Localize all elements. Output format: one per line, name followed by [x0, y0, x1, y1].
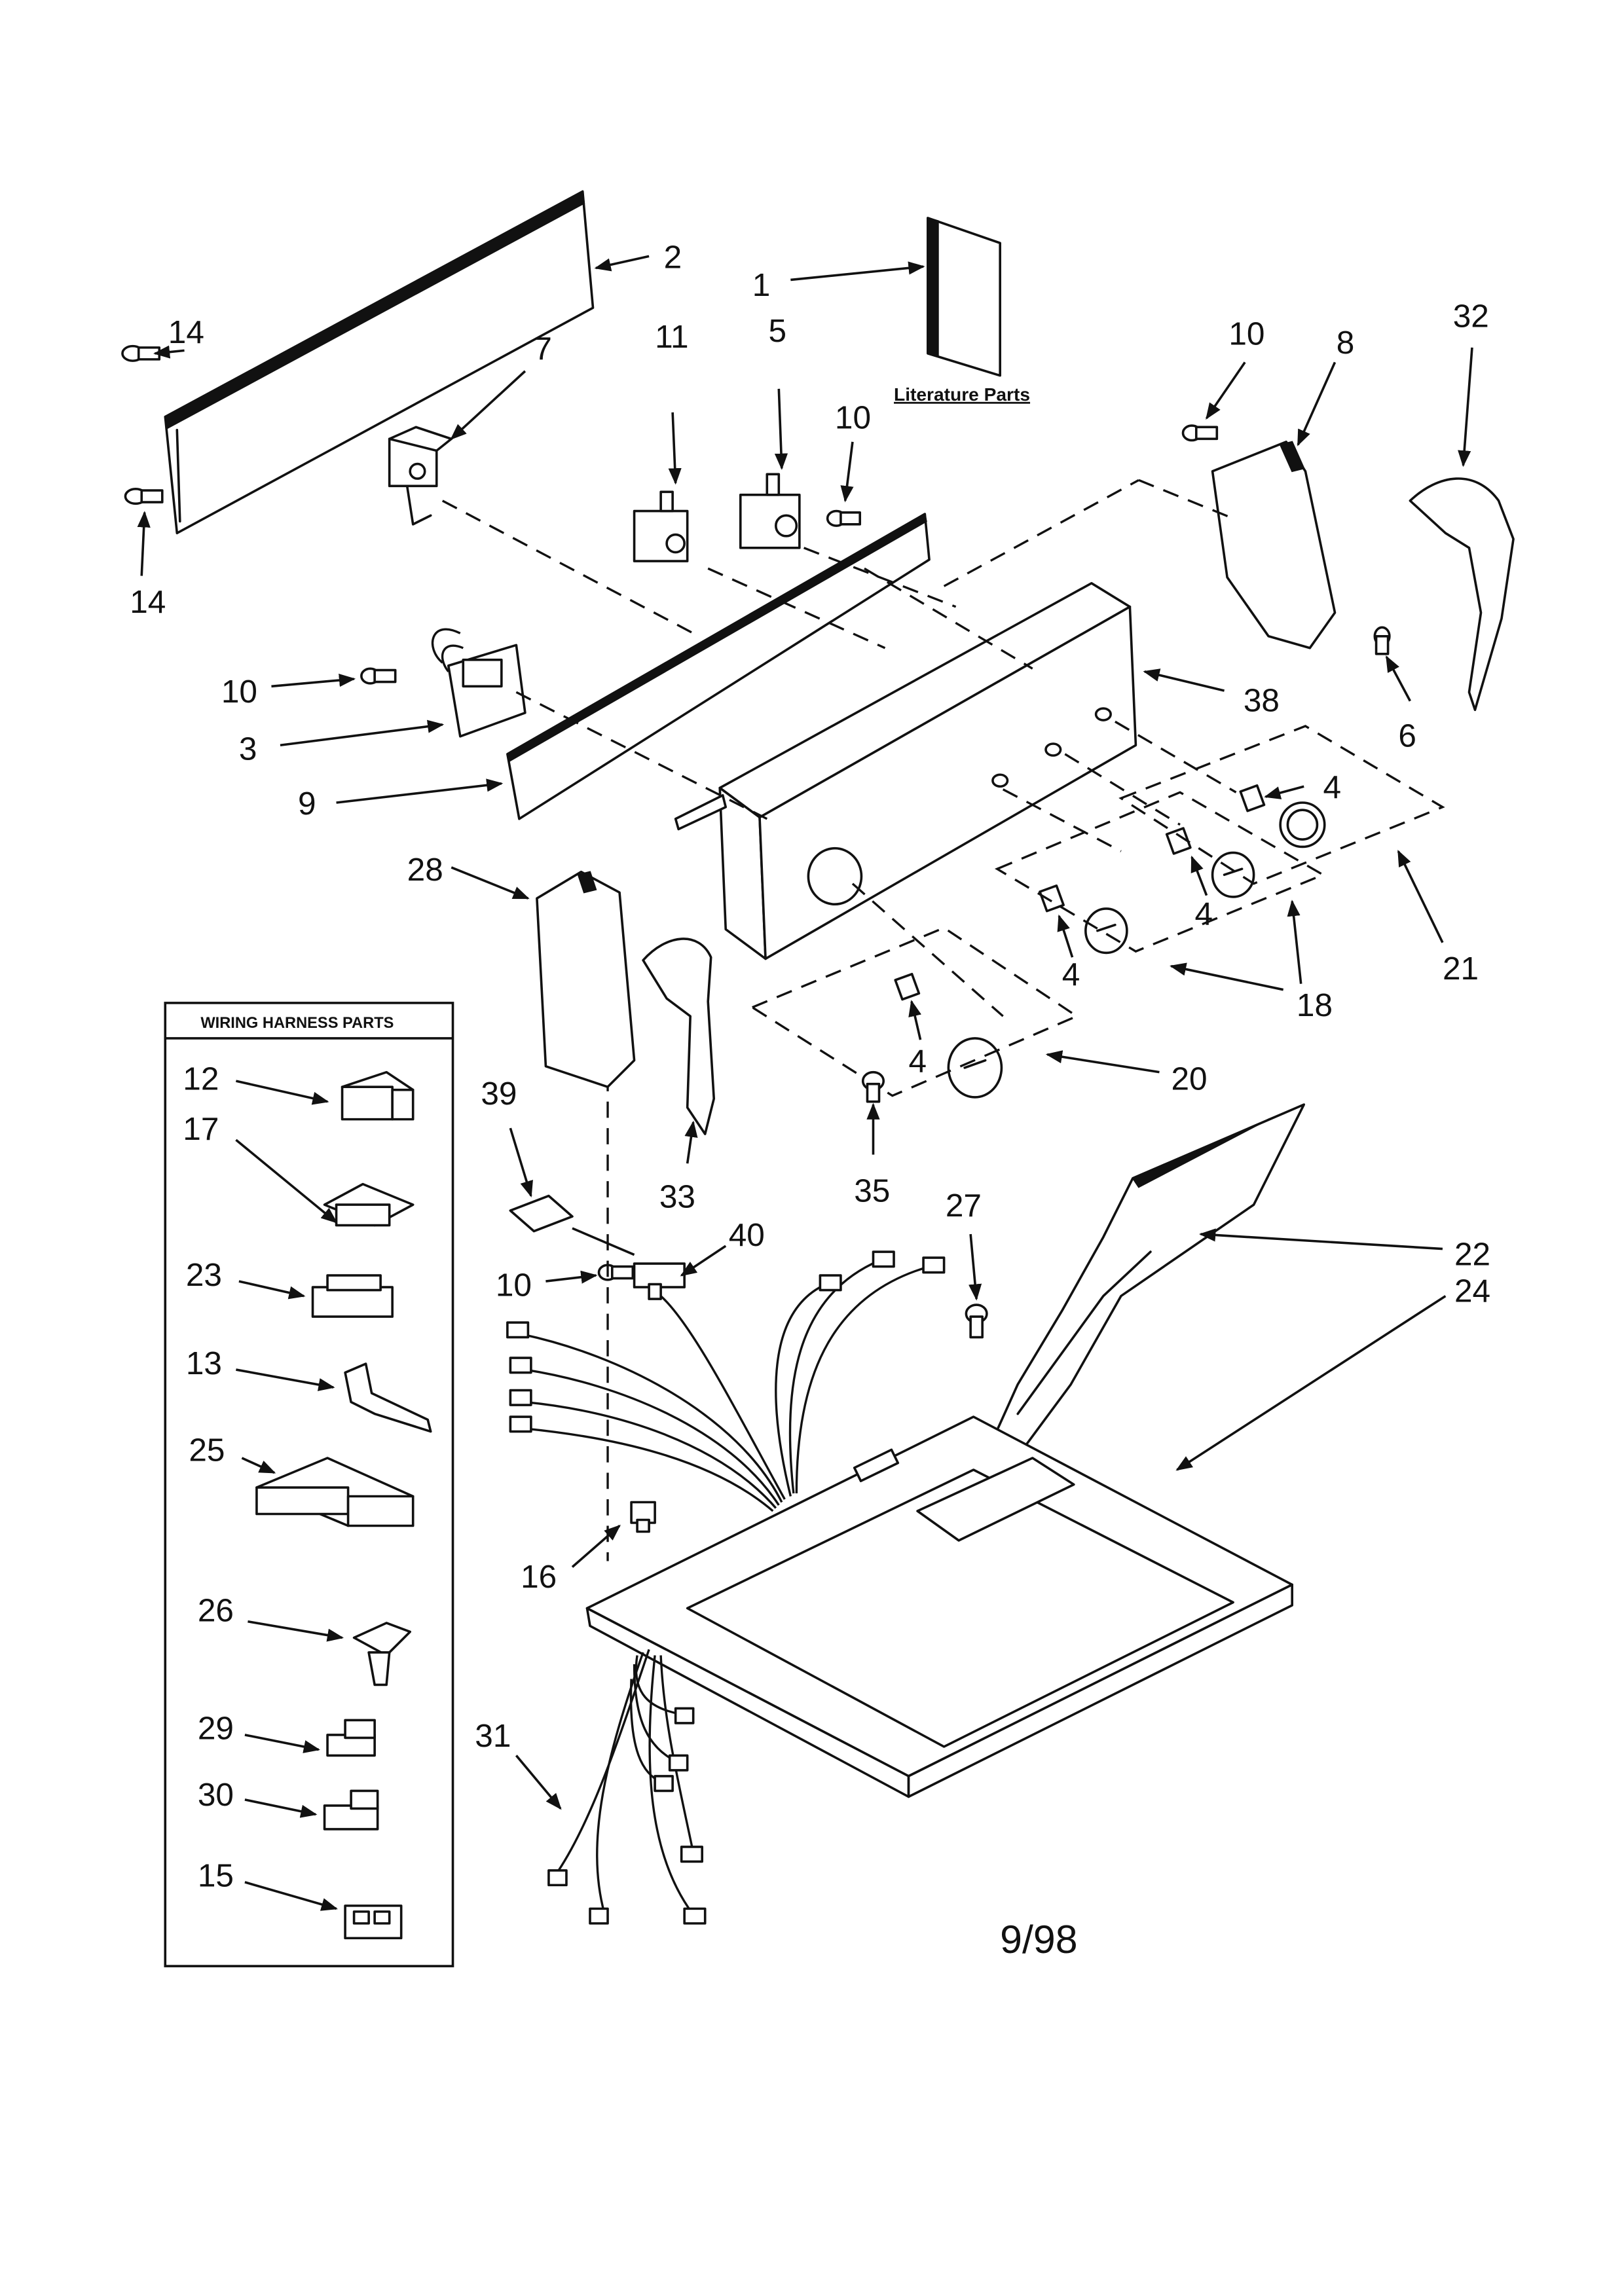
screw-10-lower — [597, 1264, 635, 1281]
trim-33-part — [642, 938, 716, 1135]
screw-10-center — [826, 509, 862, 527]
knob-group-outlines — [750, 725, 1445, 1097]
callout-13: 13 — [186, 1345, 222, 1381]
callout-14: 14 — [130, 584, 166, 620]
callout-6: 6 — [1398, 718, 1416, 754]
wire-harness-upper-part — [506, 1250, 946, 1512]
connector-23-part — [311, 1274, 394, 1318]
callout-4: 4 — [1323, 769, 1341, 805]
callout-4: 4 — [1062, 957, 1080, 993]
callout-labels: 2 1 14 14 7 11 5 10 10 8 32 10 3 9 38 6 … — [130, 239, 1490, 1893]
callout-21: 21 — [1443, 951, 1479, 987]
callout-10: 10 — [1228, 316, 1264, 352]
callout-33: 33 — [659, 1179, 695, 1215]
top-panel-part — [585, 1415, 1293, 1798]
callout-7: 7 — [534, 331, 552, 367]
clip-26-part — [352, 1622, 411, 1686]
callout-25: 25 — [189, 1432, 225, 1468]
callout-8: 8 — [1337, 325, 1355, 361]
screw-10-left — [360, 667, 397, 685]
callout-40: 40 — [729, 1217, 765, 1253]
callout-11: 11 — [655, 319, 688, 355]
callout-32: 32 — [1453, 298, 1489, 334]
callout-15: 15 — [198, 1858, 234, 1894]
connector-29-part — [326, 1719, 376, 1757]
console-panel-part — [674, 582, 1137, 960]
callout-12: 12 — [183, 1061, 219, 1097]
leader-arrows — [137, 255, 1473, 1911]
literature-parts-book — [927, 217, 1001, 377]
callout-1: 1 — [752, 267, 771, 303]
bracket-39-part — [509, 1194, 574, 1233]
terminal-13-part — [344, 1362, 432, 1433]
callout-31: 31 — [475, 1718, 511, 1754]
clip-16-part — [630, 1501, 656, 1533]
literature-parts-label: Literature Parts — [894, 384, 1030, 405]
callout-4: 4 — [1195, 896, 1213, 932]
callout-28: 28 — [407, 852, 443, 888]
callout-16: 16 — [521, 1559, 557, 1595]
wiring-box-title: WIRING HARNESS PARTS — [200, 1015, 394, 1032]
connector-25-part — [255, 1457, 415, 1527]
screw-14-top — [121, 344, 161, 362]
callout-3: 3 — [239, 731, 257, 767]
trim-32-part — [1409, 477, 1515, 712]
switch-7-part — [388, 426, 453, 526]
end-cap-8-part — [1211, 441, 1337, 649]
callout-38: 38 — [1244, 683, 1280, 719]
callout-14: 14 — [168, 314, 204, 350]
rear-panel-part — [164, 190, 595, 535]
screw-10-right — [1181, 424, 1219, 442]
knob-4-c — [1039, 884, 1128, 955]
switch-40-part — [633, 1262, 686, 1300]
callout-10: 10 — [835, 400, 871, 436]
callout-2: 2 — [664, 239, 682, 275]
end-cap-28-part — [536, 870, 636, 1088]
screw-27 — [965, 1303, 988, 1339]
callout-20: 20 — [1171, 1061, 1207, 1097]
switch-11-part — [633, 490, 689, 562]
switch-3-part — [432, 628, 526, 738]
callout-17: 17 — [183, 1111, 219, 1147]
callout-5: 5 — [769, 313, 787, 349]
callout-39: 39 — [481, 1076, 517, 1112]
callout-4: 4 — [909, 1044, 927, 1080]
callout-10: 10 — [496, 1267, 532, 1303]
screw-6 — [1373, 626, 1391, 655]
timer-5-part — [739, 473, 801, 549]
connector-17-part — [323, 1182, 415, 1227]
callout-24: 24 — [1454, 1273, 1490, 1309]
wiring-harness-box — [164, 1002, 454, 1967]
callout-10: 10 — [221, 674, 257, 710]
callout-35: 35 — [854, 1173, 890, 1209]
knob-4-a — [1239, 784, 1326, 848]
connector-30-part — [323, 1789, 379, 1831]
callout-30: 30 — [198, 1777, 234, 1813]
callout-18: 18 — [1297, 987, 1333, 1023]
knob-4-b — [1165, 827, 1255, 898]
connector-12-part — [341, 1070, 415, 1121]
screw-14-bottom — [124, 488, 164, 505]
callout-22: 22 — [1454, 1236, 1490, 1272]
callout-23: 23 — [186, 1257, 222, 1293]
wire-harness-31-part — [547, 1649, 707, 1925]
date-code: 9/98 — [1000, 1917, 1077, 1961]
callout-26: 26 — [198, 1593, 234, 1629]
callout-9: 9 — [298, 786, 316, 822]
knob-4-d — [894, 972, 1003, 1099]
callout-27: 27 — [946, 1188, 982, 1224]
screw-35 — [861, 1070, 885, 1103]
lint-screen-part — [989, 1103, 1306, 1453]
callout-29: 29 — [198, 1711, 234, 1747]
assembly-lines — [441, 479, 1237, 1561]
mounting-bracket-part — [506, 513, 931, 820]
connector-15-part — [344, 1904, 403, 1940]
